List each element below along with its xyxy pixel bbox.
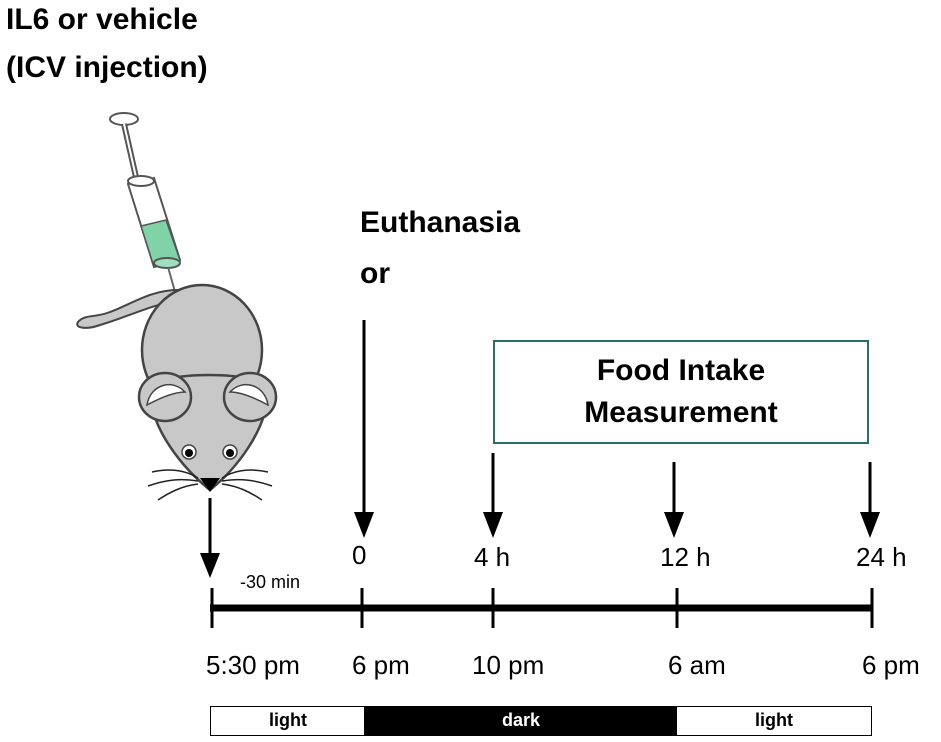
injection-label-line1: IL6 or vehicle [6, 3, 198, 36]
injection-label-line2: (ICV injection) [6, 51, 208, 84]
arrows [200, 320, 880, 578]
food-intake-line2: Measurement [584, 396, 778, 429]
timeline-axis [210, 588, 874, 628]
clock-time-1: 5:30 pm [206, 650, 300, 680]
clock-time-2: 6 pm [352, 650, 410, 680]
clock-time-4: 6 am [668, 650, 726, 680]
food-intake-line1: Food Intake [596, 354, 766, 387]
clock-time-3: 10 pm [472, 650, 545, 680]
offset-label: -30 min [240, 572, 301, 592]
light-period-2: light [676, 706, 872, 736]
timepoint-4h: 4 h [474, 542, 511, 572]
syringe-icon [109, 112, 211, 416]
mouse-icon [76, 283, 278, 501]
food-intake-box: Food Intake Measurement [493, 340, 869, 444]
light-period-1: light [210, 706, 366, 736]
timepoint-24h: 24 h [856, 542, 907, 572]
euthanasia-label-line1: Euthanasia [360, 206, 521, 239]
clock-time-5: 6 pm [862, 650, 920, 680]
timepoint-0: 0 [352, 540, 367, 570]
dark-period: dark [364, 706, 678, 736]
timepoint-12h: 12 h [660, 542, 711, 572]
euthanasia-label-line2: or [360, 257, 390, 290]
